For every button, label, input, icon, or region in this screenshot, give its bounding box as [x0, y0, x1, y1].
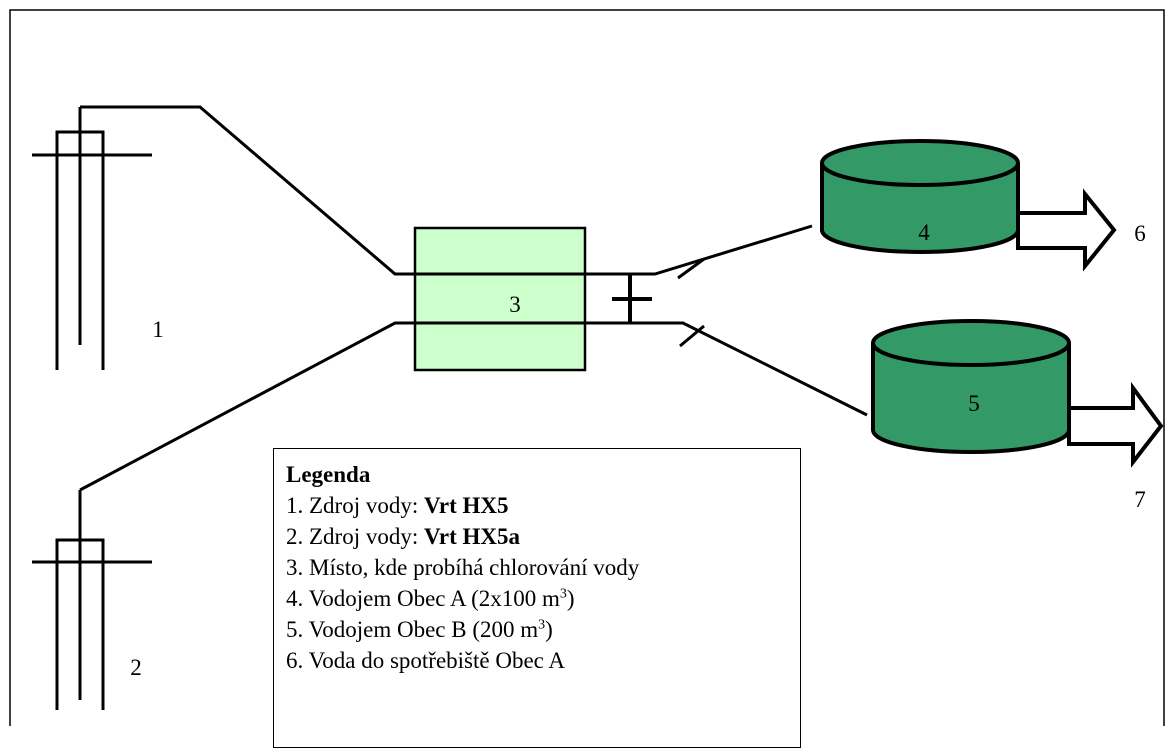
legend-item-5-post: )	[545, 617, 553, 642]
legend-item-2-bold: Vrt HX5a	[424, 524, 521, 549]
valve-marker-b	[679, 324, 705, 348]
legend-box: Legenda 1. Zdroj vody: Vrt HX5 2. Zdroj …	[273, 448, 801, 748]
label-outflow-6: 6	[1134, 221, 1146, 246]
chlorination-box	[413, 226, 587, 372]
legend-item-5-sup: 3	[538, 617, 546, 633]
legend-item-1-bold: Vrt HX5	[424, 493, 509, 518]
legend-item-5: 5. Vodojem Obec B (200 m3)	[286, 614, 788, 645]
label-outflow-7: 7	[1134, 487, 1146, 512]
legend-item-1-text: 1. Zdroj vody:	[286, 493, 424, 518]
legend-item-1: 1. Zdroj vody: Vrt HX5	[286, 490, 788, 521]
outflow-arrow-a	[1016, 188, 1117, 272]
legend-item-4: 4. Vodojem Obec A (2x100 m3)	[286, 583, 788, 614]
legend-item-4-sup: 3	[559, 586, 567, 602]
water-system-diagram: 1 2 3 4 5 6 7	[9, 9, 1165, 748]
label-tank-5: 5	[968, 391, 980, 416]
label-chlorination: 3	[509, 292, 521, 317]
legend-item-4-text: 4. Vodojem Obec A (2x100 m	[286, 586, 560, 611]
legend-item-3: 3. Místo, kde probíhá chlorování vody	[286, 555, 640, 580]
label-well-2: 2	[130, 655, 142, 680]
label-well-1: 1	[152, 317, 164, 342]
tank-5	[871, 319, 1071, 454]
outflow-arrow-b	[1067, 381, 1164, 468]
legend-title: Legenda	[286, 462, 371, 487]
legend-item-2: 2. Zdroj vody: Vrt HX5a	[286, 521, 788, 552]
legend-item-6: 6. Voda do spotřebiště Obec A	[286, 648, 565, 673]
legend-item-4-post: )	[566, 586, 575, 611]
legend-item-2-text: 2. Zdroj vody:	[286, 524, 424, 549]
legend-item-5-text: 5. Vodojem Obec B (200 m	[286, 617, 539, 642]
diagram-frame	[9, 9, 1165, 748]
diagram-canvas: 1 2 3 4 5 6 7 Legenda 1. Zdroj vody: Vrt…	[9, 9, 1165, 748]
cross-connection	[612, 274, 652, 323]
valve-marker-a	[677, 257, 705, 280]
tank-4	[820, 139, 1020, 254]
label-tank-4: 4	[918, 220, 930, 245]
